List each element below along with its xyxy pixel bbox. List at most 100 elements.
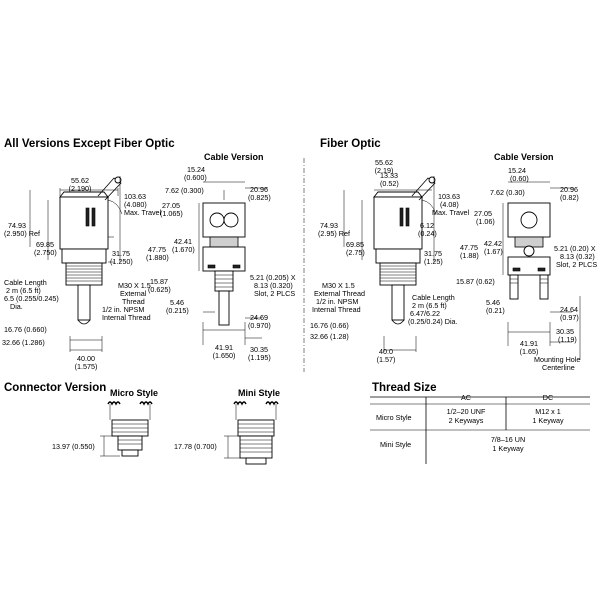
right-c-42-42-in: (1.67): [484, 247, 503, 256]
thread-col-ac: AC: [461, 393, 471, 402]
right-c-5-46: 5.46: [486, 298, 500, 307]
left-thread-spec: M30 X 1.5: [118, 281, 151, 290]
thread-micro-ac-1: 1/2–20 UNF: [447, 407, 486, 416]
left-front-neck: [209, 236, 239, 248]
heading-cable-version-right: Cable Version: [494, 152, 554, 162]
right-thread-external: External Thread: [314, 289, 365, 298]
right-c-5-46-in: (0.21): [486, 306, 505, 315]
heading-cable-version-left: Cable Version: [204, 152, 264, 162]
left-c-7-62: 7.62 (0.300): [165, 186, 204, 195]
right-c-27-05: 27.05: [474, 209, 492, 218]
left-switch-side-view: [29, 176, 123, 352]
left-c-47-75: 47.75: [148, 245, 166, 254]
left-cable-length: Cable Length: [4, 278, 47, 287]
heading-connector-version: Connector Version: [4, 382, 106, 394]
thread-mini-1: 7/8–16 UN: [491, 435, 525, 444]
right-dim-13-33: 13.33: [380, 171, 398, 180]
left-thread-external: External: [120, 289, 147, 298]
left-c-20-96: 20.96: [250, 185, 268, 194]
left-front-roller-2: [223, 212, 239, 228]
right-dim-103-63: 103.63: [438, 192, 460, 201]
right-dim-55-62: 55.62: [375, 158, 393, 167]
right-dim-31-75-in: (1.25): [424, 257, 443, 266]
right-cable-front-view: [502, 181, 581, 360]
left-dim-69-85-in: (2.750): [34, 248, 57, 257]
left-c-15-24: 15.24: [187, 165, 205, 174]
right-dim-74-93: 74.93: [320, 221, 338, 230]
mini-connector-drawing: [224, 401, 279, 465]
right-c-slot-in: 8.13 (0.32): [560, 252, 595, 261]
left-cable-dia: 6.5 (0.255/0.245): [4, 294, 59, 303]
thread-mini-2: 1 Keyway: [492, 444, 524, 453]
left-c-15-87: 15.87: [150, 277, 168, 286]
thread-row-micro: Micro Style: [376, 413, 412, 422]
left-thread-npsm: 1/2 in. NPSM: [102, 305, 144, 314]
left-front-cable: [218, 290, 230, 326]
right-thread-spec: M30 X 1.5: [322, 281, 355, 290]
right-c-27-05-in: (1.06): [476, 217, 495, 226]
right-thread: [379, 262, 417, 286]
left-head-mark-2: [91, 207, 96, 227]
left-c-30-35: 30.35: [250, 345, 268, 354]
right-c-20-96-in: (0.82): [560, 193, 579, 202]
right-dim-103-63-in: (4.08): [440, 200, 459, 209]
right-head-body: [373, 196, 423, 250]
left-c-24-69: 24.69: [250, 313, 268, 322]
left-dim-103-63-in: (4.080): [124, 200, 147, 209]
left-dim-40-00: 40.00: [77, 354, 95, 363]
right-cable-length: Cable Length: [412, 293, 455, 302]
mini-thread: [239, 435, 273, 459]
left-c-20-96-in: (0.825): [248, 193, 271, 202]
heading-micro-style: Micro Style: [110, 388, 158, 398]
right-c-41-91: 41.91: [520, 339, 538, 348]
thread-micro-dc-1: M12 x 1: [535, 407, 561, 416]
left-c-42-41-in: (1.670): [172, 245, 195, 254]
right-cable-labels: 15.24 (0.60) 7.62 (0.30) 20.96 (0.82) 27…: [456, 166, 597, 372]
left-front-thread: [214, 270, 234, 292]
right-dim-6-12: 6.12: [420, 221, 434, 230]
heading-fiber-optic: Fiber Optic: [320, 138, 381, 150]
left-cable-end: [77, 319, 91, 325]
left-c-slot-in: 8.13 (0.320): [254, 281, 293, 290]
right-dim-69-85-in: (2.75): [346, 248, 365, 257]
right-front-fiber-1: [509, 274, 519, 300]
left-c-47-75-in: (1.880): [146, 253, 169, 262]
right-switch-side-view: [343, 176, 437, 352]
right-dim-55-62-in: (2.19): [375, 166, 394, 175]
thread-micro-ac-2: 2 Keyways: [449, 416, 484, 425]
thread-size-table: [370, 396, 590, 464]
heading-thread-size: Thread Size: [372, 382, 437, 394]
left-dim-55-62: 55.62: [71, 176, 89, 185]
left-dim-103-63: 103.63: [124, 192, 146, 201]
left-dim-69-85: 69.85: [36, 240, 54, 249]
left-dim-32-66: 32.66 (1.286): [2, 338, 45, 347]
left-c-41-91: 41.91: [215, 343, 233, 352]
left-c-15-87-in: (0.625): [148, 285, 171, 294]
micro-thread: [117, 435, 143, 451]
left-c-42-41: 42.41: [174, 237, 192, 246]
right-c-47-75-in: (1.88): [460, 251, 479, 260]
left-c-30-35-in: (1.195): [248, 353, 271, 362]
left-c-slot: 5.21 (0.205) X: [250, 273, 296, 282]
left-body-lower: [61, 248, 107, 264]
right-dim-40-0-in: (1.57): [377, 355, 396, 364]
right-c-47-75: 47.75: [460, 243, 478, 252]
left-cable-dia-label: Dia.: [10, 302, 23, 311]
right-c-30-35: 30.35: [556, 327, 574, 336]
right-c-15-24-in: (0.60): [510, 174, 529, 183]
left-cable-length-val: 2 m (6.5 ft): [6, 286, 41, 295]
right-front-body: [507, 256, 551, 276]
right-side-labels: 55.62 (2.19) 13.33 (0.52) 103.63 (4.08) …: [310, 158, 470, 364]
right-dim-74-93-in: (2.95) Ref: [318, 229, 350, 238]
right-thread-internal: Internal Thread: [312, 305, 361, 314]
right-c-41-91-in: (1.65): [520, 347, 539, 356]
left-dim-max-travel: Max. Travel: [124, 208, 162, 217]
right-c-centerline: Centerline: [542, 363, 575, 372]
left-c-27-05: 27.05: [162, 201, 180, 210]
left-c-24-69-in: (0.970): [248, 321, 271, 330]
right-c-15-24: 15.24: [508, 166, 526, 175]
left-dim-55-62-in: (2.190): [69, 184, 92, 193]
right-front-lens: [523, 245, 535, 257]
left-c-slot-plcs: Slot, 2 PLCS: [254, 289, 295, 298]
